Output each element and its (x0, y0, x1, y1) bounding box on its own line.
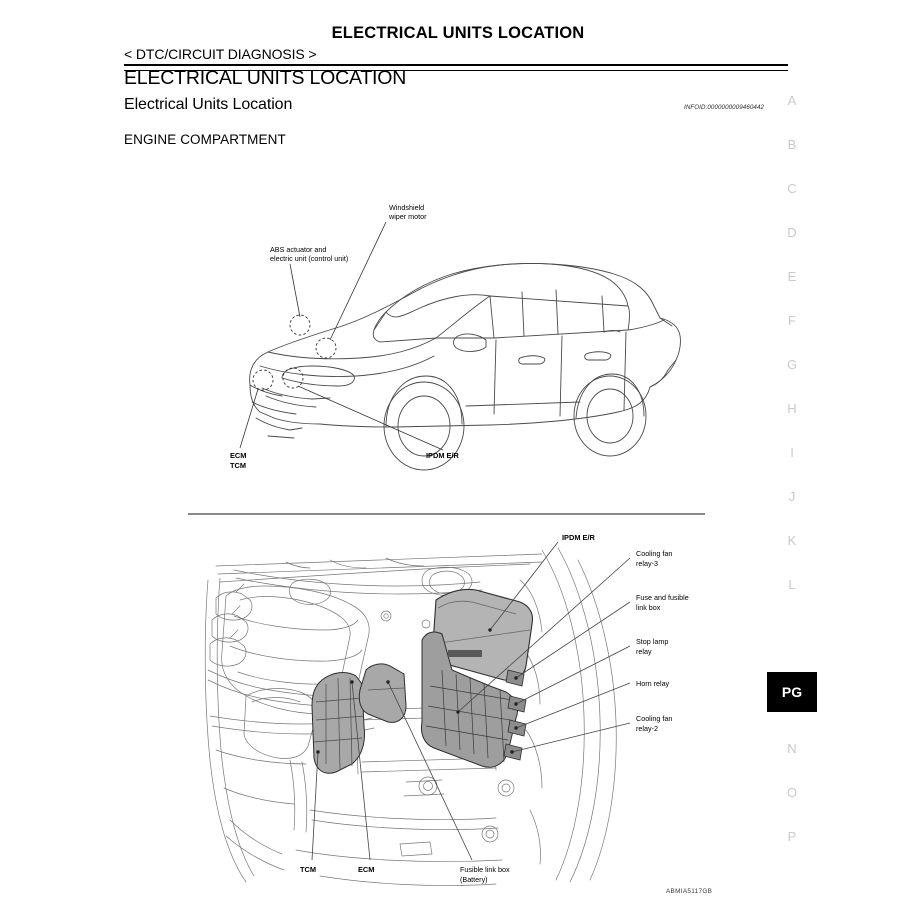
ipdm-er-component (358, 588, 534, 768)
label-stop-lamp-line1: Stop lamp (636, 637, 668, 646)
index-tab-c[interactable]: C (787, 180, 797, 196)
group-heading: ENGINE COMPARTMENT (124, 132, 286, 147)
marker-abs-actuator (289, 314, 311, 336)
engine-leader-lines (456, 541, 631, 754)
marker-wiper-motor (315, 337, 337, 359)
label-fuse-box-line2: link box (636, 603, 661, 612)
subsection-heading: Electrical Units Location (124, 96, 293, 113)
index-tab-a[interactable]: A (787, 92, 797, 108)
section-heading: ELECTRICAL UNITS LOCATION (124, 67, 407, 89)
label-ipdm-engine: IPDM E/R (562, 533, 596, 542)
label-ipdm-vehicle: IPDM E/R (426, 451, 460, 460)
breadcrumb: < DTC/CIRCUIT DIAGNOSIS > (124, 46, 317, 62)
marker-ecm-tcm (252, 369, 274, 391)
index-tab-f[interactable]: F (788, 312, 796, 328)
label-abs-line1: ABS actuator and (270, 245, 326, 254)
infoid-text: INFOID:0000000009460442 (684, 104, 765, 111)
index-tab-d[interactable]: D (787, 224, 797, 240)
label-cooling-fan-3-line1: Cooling fan (636, 549, 672, 558)
ecm-tcm-component (311, 672, 365, 774)
label-ecm: ECM (230, 451, 246, 460)
engine-bay-line-art (204, 547, 617, 886)
index-tab-g[interactable]: G (786, 356, 798, 372)
index-tab-n[interactable]: N (787, 740, 797, 756)
label-tcm-engine: TCM (300, 865, 316, 874)
label-tcm: TCM (230, 461, 246, 470)
index-tab-h[interactable]: H (787, 400, 797, 416)
engine-compartment-figure: IPDM E/R Cooling fan relay-3 Fuse and fu… (190, 520, 710, 895)
index-tab-l[interactable]: L (788, 576, 796, 592)
index-tab-j[interactable]: J (788, 488, 796, 504)
vehicle-line-art (249, 262, 681, 471)
vehicle-location-figure: Windshield wiper motor ABS actuator and … (190, 180, 710, 490)
index-tab-o[interactable]: O (786, 784, 798, 800)
index-tab-k[interactable]: K (787, 532, 797, 548)
index-tab-b[interactable]: B (787, 136, 797, 152)
label-ecm-engine: ECM (358, 865, 374, 874)
marker-ipdm (282, 367, 304, 389)
label-cooling-fan-3-line2: relay-3 (636, 559, 658, 568)
label-stop-lamp-line2: relay (636, 647, 652, 656)
figure-divider (188, 513, 705, 515)
index-tab-p[interactable]: P (787, 828, 797, 844)
index-tab-e[interactable]: E (787, 268, 797, 284)
header-rule (124, 64, 788, 71)
label-horn-relay: Horn relay (636, 679, 670, 688)
label-wiper-motor-line2: wiper motor (388, 212, 427, 221)
leader-lines (239, 221, 444, 451)
index-tab-pg[interactable]: PG (767, 672, 817, 712)
label-cooling-fan-2-line2: relay-2 (636, 724, 658, 733)
label-wiper-motor-line1: Windshield (389, 203, 424, 212)
label-fuse-box-line1: Fuse and fusible (636, 593, 689, 602)
engine-bottom-leaders (311, 680, 473, 861)
page-title: ELECTRICAL UNITS LOCATION (331, 24, 585, 42)
figure-id: ABMIA5117GB (666, 888, 713, 895)
callout-markers (252, 314, 337, 391)
label-fusible-link-line1: Fusible link box (460, 865, 510, 874)
label-abs-line2: electric unit (control unit) (270, 254, 348, 263)
label-fusible-link-line2: (Battery) (460, 875, 488, 884)
index-tab-i[interactable]: I (790, 444, 794, 460)
label-cooling-fan-2-line1: Cooling fan (636, 714, 672, 723)
